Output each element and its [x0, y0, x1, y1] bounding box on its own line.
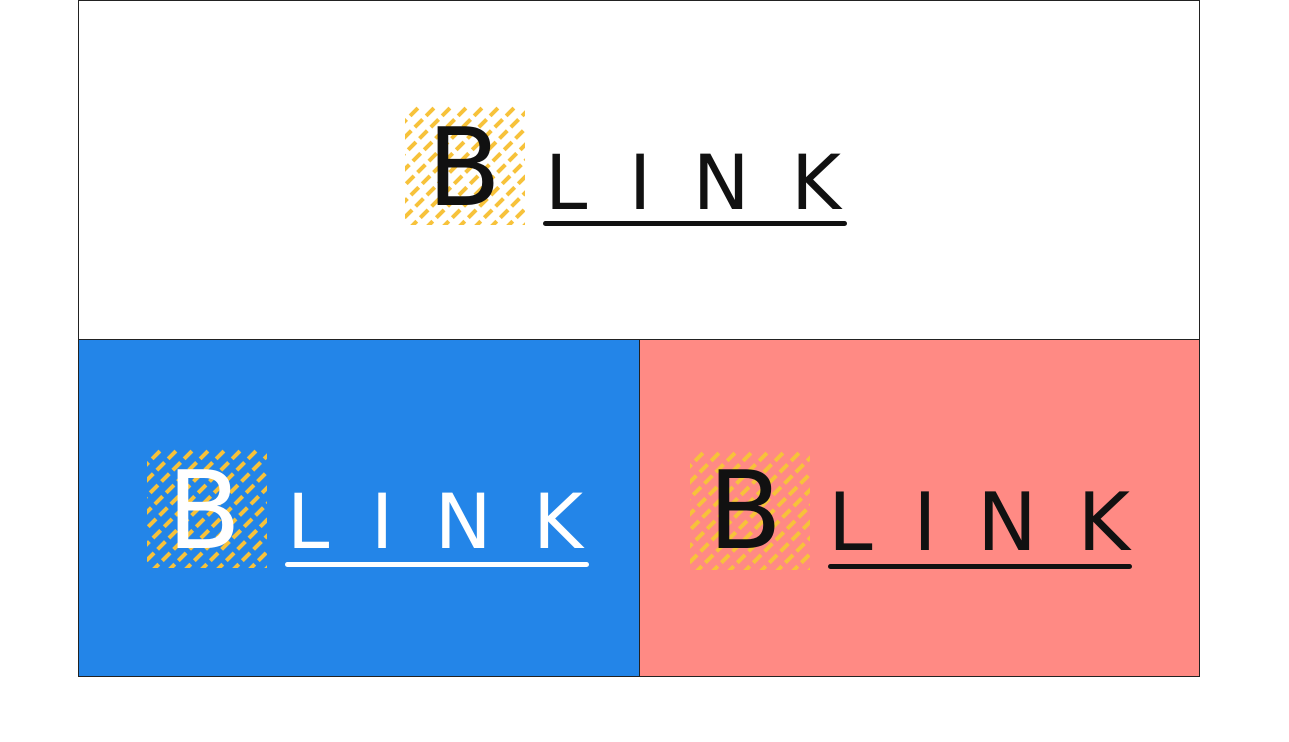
stripe-line	[184, 485, 267, 568]
stripe-line	[426, 126, 525, 225]
stripe-line	[405, 105, 439, 140]
stripe-line	[727, 487, 810, 570]
logo-wordmark: LINK	[545, 138, 843, 227]
logo-letter-b: B	[708, 450, 782, 574]
blink-logo-coral: B LINK	[690, 450, 1133, 574]
stripe-line	[405, 105, 503, 204]
stripe-line	[690, 450, 724, 485]
stripe-block-icon	[405, 105, 525, 225]
stripe-line	[410, 110, 525, 225]
white-background-panel: B LINK	[79, 1, 1199, 340]
stripe-line	[458, 158, 525, 225]
stripe-line	[405, 105, 471, 172]
stripe-line	[695, 455, 810, 570]
stripe-line	[168, 469, 267, 568]
stripe-line	[147, 448, 181, 483]
stripe-line	[405, 105, 455, 156]
coral-background-panel: B LINK	[639, 340, 1199, 676]
stripe-line	[442, 142, 525, 225]
stripe-line	[147, 448, 261, 563]
stripe-line	[147, 448, 213, 515]
logo-wordmark: LINK	[828, 476, 1133, 569]
stripe-line	[147, 448, 229, 531]
stripe-line	[147, 448, 245, 547]
stripe-block-icon	[147, 448, 267, 568]
logo-variations-board: B LINK B LINK B LINK	[78, 0, 1200, 677]
logo-underline	[828, 564, 1132, 569]
stripe-line	[690, 450, 740, 501]
stripe-line	[405, 105, 519, 220]
stripe-line	[152, 453, 267, 568]
blink-logo-white: B LINK	[405, 105, 847, 231]
logo-letter-b: B	[167, 449, 241, 574]
stripe-line	[200, 501, 267, 568]
logo-letter-b: B	[427, 106, 501, 231]
stripe-line	[690, 450, 788, 549]
stripe-line	[743, 503, 810, 570]
logo-underline	[285, 562, 589, 567]
logo-wordmark: LINK	[287, 477, 585, 566]
logo-underline	[543, 221, 847, 226]
stripe-line	[690, 450, 772, 533]
stripe-line	[147, 448, 197, 499]
stripe-line	[405, 105, 487, 188]
stripe-line	[690, 450, 756, 517]
stripe-line	[690, 450, 804, 565]
blink-logo-blue: B LINK	[147, 448, 589, 574]
stripe-line	[711, 471, 810, 570]
stripe-block-icon	[690, 450, 810, 570]
blue-background-panel: B LINK	[79, 340, 639, 676]
